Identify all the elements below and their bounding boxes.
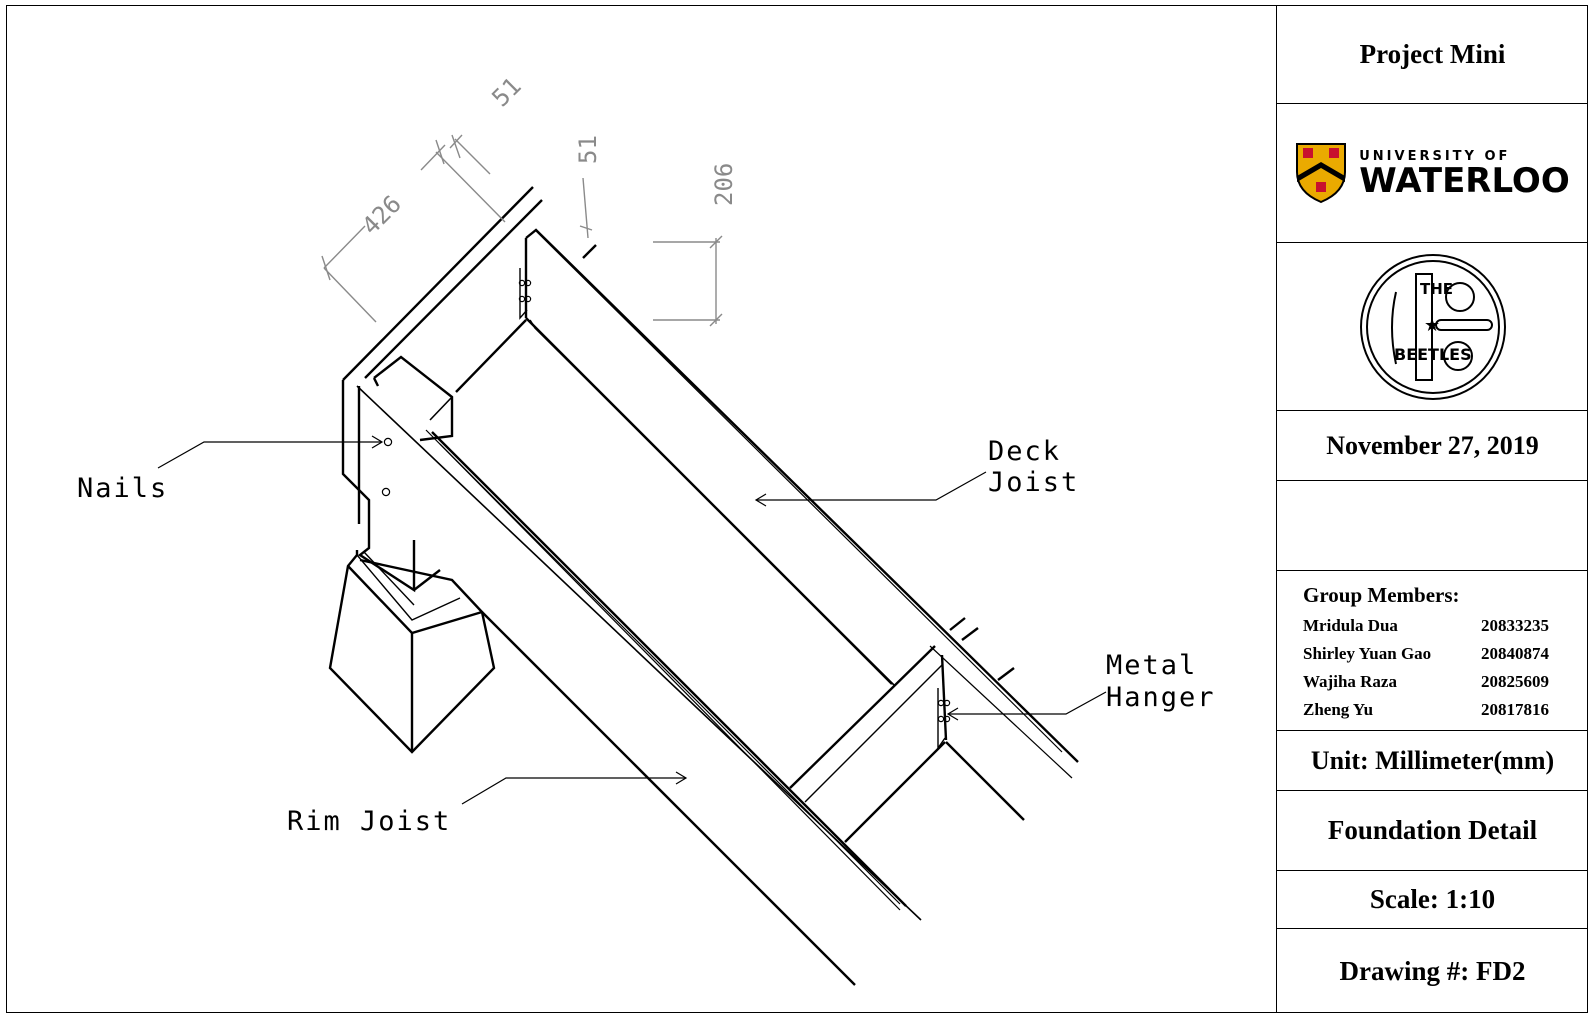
dimension-206: 206 xyxy=(710,163,738,206)
svg-text:★: ★ xyxy=(1424,315,1440,336)
lower-joist xyxy=(789,645,936,789)
label-metal-hanger-1: Metal xyxy=(1106,650,1197,681)
label-deck-joist-2: Joist xyxy=(988,467,1079,498)
drawing-title: Foundation Detail xyxy=(1327,815,1538,845)
rim-joist-bottom xyxy=(481,611,856,986)
member-row: Wajiha Raza 20825609 xyxy=(1303,668,1571,696)
unit-cell: Unit: Millimeter(mm) xyxy=(1277,731,1588,791)
far-joist-face xyxy=(534,229,1063,753)
member-row: Zheng Yu 20817816 xyxy=(1303,696,1571,724)
member-row: Mridula Dua 20833235 xyxy=(1303,612,1571,640)
title-block: Project Mini UNIVERSITY OF WATERLOO xyxy=(1276,5,1588,1013)
member-name: Mridula Dua xyxy=(1303,616,1398,635)
label-metal-hanger-2: Hanger xyxy=(1106,682,1216,713)
member-id: 20817816 xyxy=(1481,700,1549,719)
member-name: Wajiha Raza xyxy=(1303,672,1397,691)
dimension-426: 426 xyxy=(356,190,406,240)
unit-text: Unit: Millimeter(mm) xyxy=(1310,745,1555,775)
label-deck-joist-1: Deck xyxy=(988,436,1061,467)
drawing-number-cell: Drawing #: FD2 xyxy=(1277,929,1588,1013)
beetles-logo-beetles: BEETLES xyxy=(1394,345,1472,364)
beetles-logo-icon: THE ★ BEETLES xyxy=(1359,253,1506,400)
member-row: Shirley Yuan Gao 20840874 xyxy=(1303,640,1571,668)
rim-joist-leader xyxy=(461,777,686,805)
deck-joist-top-inner xyxy=(364,199,543,379)
project-title: Project Mini xyxy=(1359,38,1506,69)
post-top xyxy=(373,355,454,442)
member-name: Zheng Yu xyxy=(1303,700,1374,719)
drawing-date: November 27, 2019 xyxy=(1326,430,1539,460)
rim-joist-upper xyxy=(372,377,380,387)
dimension-51-b: 51 xyxy=(574,135,602,164)
deck-joist-leader xyxy=(756,471,987,501)
label-nails: Nails xyxy=(77,473,168,504)
member-id: 20833235 xyxy=(1481,616,1549,635)
blank-cell xyxy=(1277,481,1588,571)
university-logo: UNIVERSITY OF WATERLOO xyxy=(1295,142,1570,204)
members-cell: Group Members: Mridula Dua 20833235 Shir… xyxy=(1277,571,1588,731)
nails-leader xyxy=(157,441,382,469)
drawing-sheet xyxy=(6,5,1588,1013)
member-name: Shirley Yuan Gao xyxy=(1303,644,1432,663)
member-id: 20825609 xyxy=(1481,672,1549,691)
nail-1 xyxy=(383,437,393,447)
scale-text: Scale: 1:10 xyxy=(1369,884,1496,914)
group-members-header: Group Members: xyxy=(1303,583,1460,607)
waterloo-crest-icon xyxy=(1296,143,1347,204)
drawing-number: Drawing #: FD2 xyxy=(1339,955,1526,986)
scale-cell: Scale: 1:10 xyxy=(1277,871,1588,929)
waterloo-text: WATERLOO xyxy=(1359,160,1570,201)
drawing-title-cell: Foundation Detail xyxy=(1277,791,1588,871)
dimension-51-a: 51 xyxy=(486,72,526,112)
foundation-detail-drawing: 426 51 51 206 Nails Deck Joist Metal Han… xyxy=(77,72,1216,986)
date-cell: November 27, 2019 xyxy=(1277,411,1588,481)
beetles-logo-the: THE xyxy=(1420,280,1453,298)
far-joist-outer xyxy=(525,228,1079,763)
university-of-text: UNIVERSITY OF xyxy=(1359,148,1511,164)
label-rim-joist: Rim Joist xyxy=(287,806,451,837)
project-title-cell: Project Mini xyxy=(1277,5,1588,104)
team-logo-cell: THE ★ BEETLES xyxy=(1277,243,1588,411)
nail-2 xyxy=(381,487,391,497)
university-logo-cell: UNIVERSITY OF WATERLOO xyxy=(1277,104,1588,243)
metal-hanger-leader xyxy=(948,691,1107,715)
member-id: 20840874 xyxy=(1481,644,1549,663)
